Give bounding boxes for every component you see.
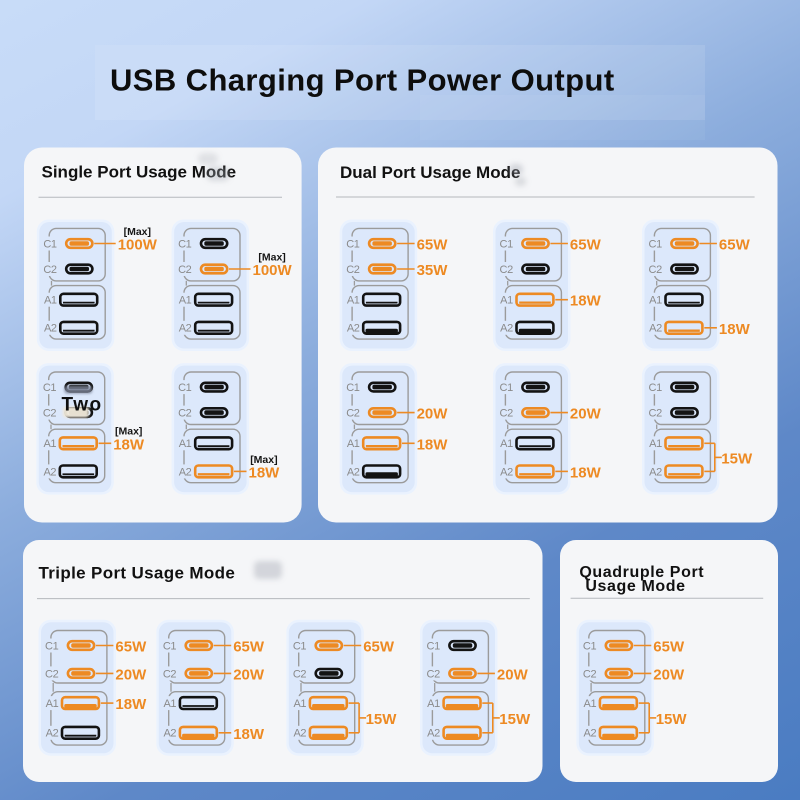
- svg-text:A2: A2: [427, 728, 440, 740]
- svg-text:C2: C2: [583, 668, 597, 680]
- svg-text:C2: C2: [500, 408, 514, 420]
- svg-text:A2: A2: [500, 323, 513, 335]
- svg-text:A2: A2: [179, 466, 192, 478]
- svg-text:35W: 35W: [417, 262, 449, 279]
- svg-text:A1: A1: [163, 698, 176, 710]
- svg-text:A2: A2: [347, 466, 360, 478]
- svg-text:65W: 65W: [719, 237, 751, 254]
- svg-text:C2: C2: [293, 668, 307, 680]
- svg-text:C2: C2: [43, 408, 57, 420]
- svg-text:100W: 100W: [118, 237, 158, 254]
- svg-text:A1: A1: [500, 295, 513, 307]
- svg-text:20W: 20W: [570, 406, 602, 423]
- svg-text:18W: 18W: [719, 321, 751, 338]
- svg-text:20W: 20W: [653, 666, 685, 683]
- svg-text:[Max]: [Max]: [258, 251, 285, 263]
- svg-text:18W: 18W: [249, 464, 281, 481]
- svg-text:A2: A2: [163, 728, 176, 740]
- svg-text:A2: A2: [46, 728, 59, 740]
- svg-text:C1: C1: [43, 382, 57, 394]
- svg-text:Quadruple Port: Quadruple Port: [579, 564, 704, 581]
- svg-text:65W: 65W: [115, 639, 147, 656]
- svg-text:C1: C1: [500, 238, 514, 250]
- svg-text:18W: 18W: [570, 293, 602, 310]
- svg-text:A1: A1: [46, 698, 59, 710]
- svg-text:C2: C2: [178, 264, 192, 276]
- svg-text:C2: C2: [346, 408, 360, 420]
- svg-text:A1: A1: [427, 698, 440, 710]
- svg-text:C1: C1: [583, 640, 597, 652]
- svg-text:C2: C2: [500, 264, 514, 276]
- svg-text:18W: 18W: [115, 696, 147, 713]
- svg-text:C2: C2: [346, 264, 360, 276]
- svg-text:C1: C1: [293, 640, 307, 652]
- svg-text:18W: 18W: [417, 436, 449, 453]
- svg-text:A2: A2: [179, 323, 192, 335]
- svg-text:C1: C1: [178, 382, 192, 394]
- svg-text:20W: 20W: [115, 666, 147, 683]
- svg-text:C2: C2: [649, 264, 663, 276]
- svg-text:C2: C2: [43, 264, 57, 276]
- svg-text:A1: A1: [44, 295, 57, 307]
- svg-text:[Max]: [Max]: [115, 426, 142, 438]
- svg-text:20W: 20W: [497, 666, 529, 683]
- svg-text:A2: A2: [347, 323, 360, 335]
- svg-text:C1: C1: [45, 640, 59, 652]
- svg-text:15W: 15W: [656, 711, 688, 728]
- svg-text:[Max]: [Max]: [250, 454, 277, 466]
- svg-text:18W: 18W: [570, 464, 602, 481]
- svg-text:A2: A2: [584, 728, 597, 740]
- svg-text:C2: C2: [178, 408, 192, 420]
- svg-text:A2: A2: [649, 466, 662, 478]
- svg-text:A1: A1: [179, 295, 192, 307]
- svg-text:A2: A2: [649, 323, 662, 335]
- svg-text:A2: A2: [44, 323, 57, 335]
- svg-text:A2: A2: [293, 728, 306, 740]
- svg-text:18W: 18W: [113, 436, 145, 453]
- svg-text:65W: 65W: [417, 237, 449, 254]
- svg-text:C1: C1: [178, 238, 192, 250]
- svg-text:65W: 65W: [233, 639, 265, 656]
- svg-text:C1: C1: [649, 238, 663, 250]
- svg-text:18W: 18W: [233, 726, 265, 743]
- svg-text:C1: C1: [346, 382, 360, 394]
- svg-text:Single Port Usage Mode: Single Port Usage Mode: [42, 163, 237, 182]
- svg-text:A2: A2: [43, 466, 56, 478]
- svg-text:A1: A1: [293, 698, 306, 710]
- svg-text:Triple Port Usage Mode: Triple Port Usage Mode: [39, 564, 236, 583]
- svg-text:15W: 15W: [499, 711, 531, 728]
- svg-text:100W: 100W: [253, 262, 293, 279]
- svg-text:C2: C2: [649, 408, 663, 420]
- svg-text:65W: 65W: [653, 639, 685, 656]
- svg-text:15W: 15W: [721, 450, 753, 467]
- svg-text:A1: A1: [179, 438, 192, 450]
- svg-text:C1: C1: [43, 238, 57, 250]
- svg-text:C2: C2: [45, 668, 59, 680]
- svg-text:C2: C2: [163, 668, 177, 680]
- svg-text:A1: A1: [347, 438, 360, 450]
- svg-text:A2: A2: [500, 466, 513, 478]
- svg-text:Two: Two: [62, 395, 103, 416]
- svg-text:[Max]: [Max]: [124, 226, 151, 238]
- svg-text:A1: A1: [584, 698, 597, 710]
- svg-text:A1: A1: [43, 438, 56, 450]
- svg-text:20W: 20W: [233, 666, 265, 683]
- svg-text:A1: A1: [347, 295, 360, 307]
- svg-text:65W: 65W: [570, 237, 602, 254]
- svg-text:20W: 20W: [417, 406, 449, 423]
- svg-text:Dual Port Usage Mode: Dual Port Usage Mode: [340, 163, 520, 182]
- svg-text:A1: A1: [500, 438, 513, 450]
- svg-text:15W: 15W: [366, 711, 398, 728]
- svg-text:A1: A1: [649, 438, 662, 450]
- svg-text:USB Charging Port Power Output: USB Charging Port Power Output: [110, 63, 615, 98]
- svg-text:A1: A1: [649, 295, 662, 307]
- svg-text:65W: 65W: [363, 639, 395, 656]
- svg-text:C1: C1: [163, 640, 177, 652]
- svg-text:C1: C1: [427, 640, 441, 652]
- svg-text:C1: C1: [500, 382, 514, 394]
- svg-text:C1: C1: [649, 382, 663, 394]
- svg-text:C2: C2: [427, 668, 441, 680]
- svg-text:C1: C1: [346, 238, 360, 250]
- svg-text:Usage Mode: Usage Mode: [585, 578, 685, 595]
